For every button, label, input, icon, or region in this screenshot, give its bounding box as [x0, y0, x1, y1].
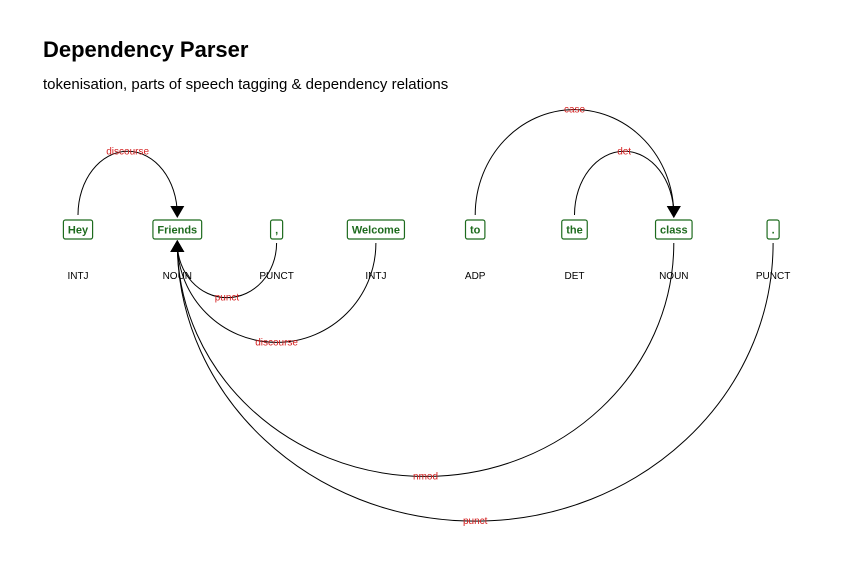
arc-punct: punct — [170, 240, 774, 527]
arc-line — [574, 150, 675, 216]
token-label: Friends — [157, 225, 197, 237]
arc-line — [176, 242, 774, 522]
pos-tag: NOUN — [659, 271, 688, 282]
arc-det: det — [574, 146, 681, 218]
arc-discourse: discourse — [170, 240, 377, 348]
token-box — [152, 219, 203, 240]
relation-label: det — [617, 146, 631, 157]
relation-label: punct — [463, 516, 488, 527]
arc-arrowhead — [170, 240, 185, 252]
token-punct7: . — [766, 219, 780, 240]
token-box — [346, 219, 406, 240]
token-punct2: , — [269, 219, 284, 240]
arc-line — [176, 242, 675, 477]
token-label: , — [275, 225, 278, 237]
token-welcome: Welcome — [346, 219, 406, 240]
arc-line — [77, 150, 178, 216]
pos-tag: NOUN — [163, 271, 192, 282]
arc-arrowhead — [170, 206, 185, 218]
arc-nmod: nmod — [170, 240, 675, 482]
token-label: Hey — [68, 225, 89, 237]
page-title: Dependency Parser — [43, 37, 249, 62]
token-class: class — [654, 219, 693, 240]
arc-case: case — [474, 105, 681, 218]
token-label: to — [470, 225, 481, 237]
token-label: class — [660, 225, 688, 237]
token-box — [766, 219, 780, 240]
token-to: to — [464, 219, 486, 240]
arc-line — [176, 242, 278, 299]
token-box — [269, 219, 284, 240]
token-box — [464, 219, 486, 240]
relation-label: nmod — [413, 471, 438, 482]
token-the: the — [561, 219, 588, 240]
arc-arrowhead — [666, 206, 681, 218]
pos-tag: INTJ — [365, 271, 386, 282]
relation-label: punct — [215, 293, 240, 304]
pos-tag: DET — [565, 271, 585, 282]
token-label: the — [566, 225, 583, 237]
token-label: Welcome — [352, 225, 400, 237]
arc-line — [176, 242, 377, 343]
token-hey: Hey — [62, 219, 94, 240]
pos-tag: INTJ — [67, 271, 88, 282]
relation-label: case — [564, 105, 586, 116]
token-box — [654, 219, 693, 240]
pos-tag: ADP — [465, 271, 486, 282]
relation-label: discourse — [106, 146, 149, 157]
token-box — [62, 219, 94, 240]
token-box — [561, 219, 588, 240]
pos-tag: PUNCT — [756, 271, 790, 282]
pos-tag: PUNCT — [259, 271, 293, 282]
token-friends: Friends — [152, 219, 203, 240]
page-subtitle: tokenisation, parts of speech tagging & … — [43, 76, 449, 93]
arc-line — [474, 109, 675, 216]
token-label: . — [772, 225, 775, 237]
arcs-layer: discourse case det punct discourse nmod punct — [77, 105, 774, 527]
relation-label: discourse — [255, 337, 298, 348]
arc-discourse: discourse — [77, 146, 185, 218]
